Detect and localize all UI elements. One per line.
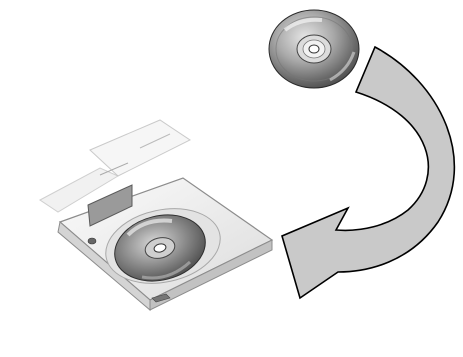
cd-disc-icon — [269, 10, 359, 88]
optical-drive-tray-icon — [40, 120, 272, 310]
